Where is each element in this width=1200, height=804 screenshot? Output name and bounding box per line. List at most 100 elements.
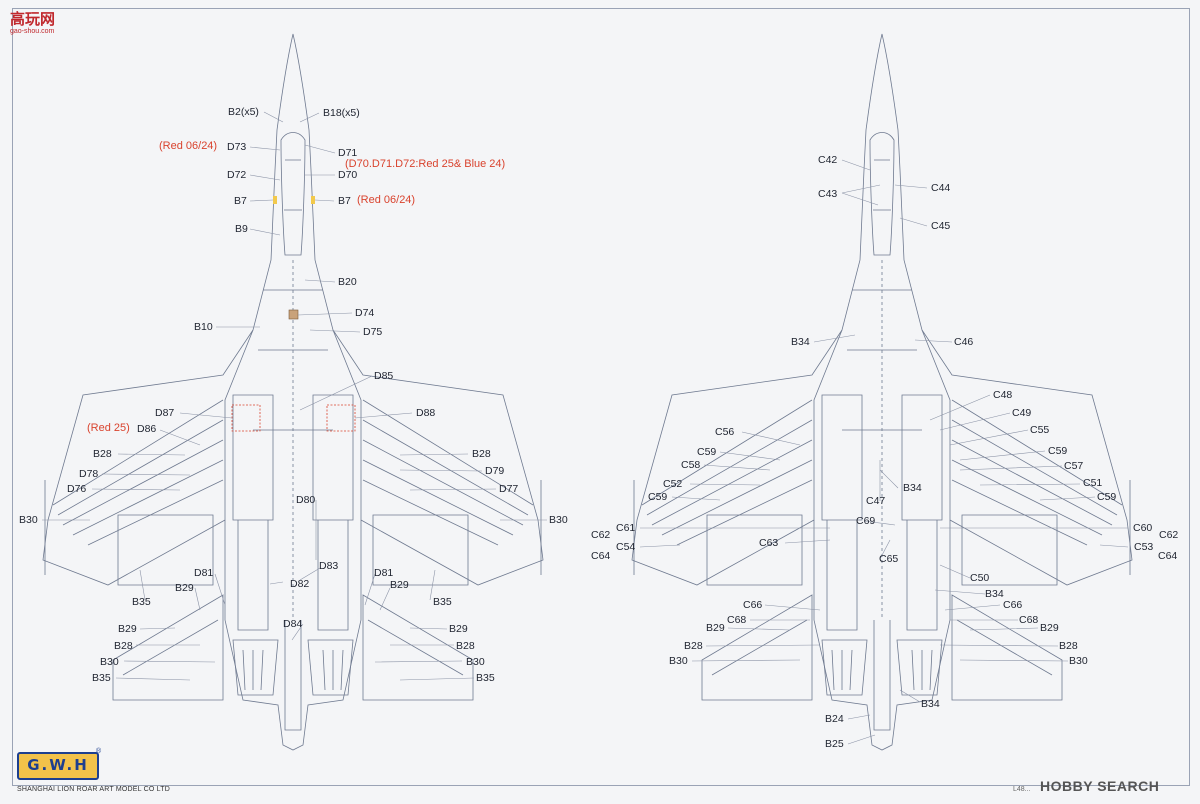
callout-c59: C59 (1097, 491, 1117, 503)
callout-b30: B30 (466, 656, 485, 668)
callout-c60: C60 (1133, 522, 1153, 534)
callout-red-note: (Red 06/24) (357, 194, 416, 206)
callout-c61: C61 (616, 522, 636, 534)
callout-c68: C68 (727, 614, 747, 626)
callout-b28: B28 (472, 448, 491, 460)
callout-b28: B28 (456, 640, 475, 652)
callout-d80: D80 (296, 494, 316, 506)
callout-b35: B35 (476, 672, 495, 684)
decal-b7-right (311, 196, 315, 204)
hobby-search-watermark: HOBBY SEARCH (1040, 778, 1160, 794)
callout-red-note: (Red 06/24) (159, 140, 218, 152)
bottom-view-drawing (631, 33, 1133, 751)
callout-b35: B35 (92, 672, 111, 684)
callout-b29: B29 (118, 623, 137, 635)
callout-c46: C46 (954, 336, 974, 348)
callout-b29: B29 (706, 622, 725, 634)
callout-b9: B9 (235, 223, 248, 235)
callout-c59: C59 (697, 446, 717, 458)
callout-b28: B28 (1059, 640, 1078, 652)
callout-b7: B7 (234, 195, 247, 207)
callout-red-note: (D70.D71.D72:Red 25& Blue 24) (345, 158, 506, 170)
callout-d83: D83 (319, 560, 339, 572)
callout-c64: C64 (591, 550, 611, 562)
callout-b7: B7 (338, 195, 351, 207)
callout-b34: B34 (903, 482, 922, 494)
callout-d75: D75 (363, 326, 383, 338)
callout-d82: D82 (290, 578, 310, 590)
callout-d73: D73 (227, 141, 247, 153)
sheet-border (12, 8, 1190, 786)
site-watermark: 高玩网 gao-shou.com (4, 4, 74, 38)
callout-d74: D74 (355, 307, 375, 319)
callout-b30: B30 (19, 514, 38, 526)
callout-c62: C62 (591, 529, 611, 541)
callout-d88: D88 (416, 407, 436, 419)
callout-b35: B35 (132, 596, 151, 608)
callout-b25: B25 (825, 738, 844, 750)
callout-d70: D70 (338, 169, 358, 181)
decal-d88-zone (326, 404, 356, 432)
decal-d74-mark (288, 309, 299, 320)
callout-c47: C47 (866, 495, 886, 507)
callout-c58: C58 (681, 459, 701, 471)
callout-c45: C45 (931, 220, 951, 232)
callout-b29: B29 (390, 579, 409, 591)
site-watermark-url: gao-shou.com (10, 28, 55, 35)
callout-b2: B2(x5) (228, 106, 259, 118)
callout-d79: D79 (485, 465, 505, 477)
callout-c64: C64 (1158, 550, 1178, 562)
callout-d77: D77 (499, 483, 519, 495)
callout-c50: C50 (970, 572, 990, 584)
callout-c62: C62 (1159, 529, 1179, 541)
callout-c59: C59 (1048, 445, 1068, 457)
callout-b18: B18(x5) (323, 107, 360, 119)
callout-c44: C44 (931, 182, 951, 194)
callout-d81: D81 (374, 567, 394, 579)
callout-c63: C63 (759, 537, 779, 549)
callout-c66: C66 (743, 599, 763, 611)
decal-b7-left (273, 196, 277, 204)
callout-b30: B30 (1069, 655, 1088, 667)
site-watermark-name: 高玩网 (10, 10, 56, 28)
callout-b20: B20 (338, 276, 357, 288)
callout-c59: C59 (648, 491, 668, 503)
callout-b30: B30 (549, 514, 568, 526)
callout-c54: C54 (616, 541, 636, 553)
callout-c66: C66 (1003, 599, 1023, 611)
callout-b28: B28 (684, 640, 703, 652)
callout-b29: B29 (1040, 622, 1059, 634)
callout-c48: C48 (993, 389, 1013, 401)
callout-c65: C65 (879, 553, 899, 565)
callout-c57: C57 (1064, 460, 1084, 472)
callout-d78: D78 (79, 468, 99, 480)
company-name: SHANGHAI LION ROAR ART MODEL CO LTD (17, 786, 170, 793)
sheet-code: L48... (1013, 786, 1031, 793)
callout-b30: B30 (669, 655, 688, 667)
callout-b30: B30 (100, 656, 119, 668)
callout-c56: C56 (715, 426, 735, 438)
callout-b28: B28 (114, 640, 133, 652)
callout-b28: B28 (93, 448, 112, 460)
callout-d84: D84 (283, 618, 303, 630)
callout-d86: D86 (137, 423, 157, 435)
callout-c43: C43 (818, 188, 838, 200)
callout-b34: B34 (985, 588, 1004, 600)
callout-red-note: (Red 25) (87, 422, 130, 434)
decal-d87-zone (231, 404, 261, 432)
callout-c53: C53 (1134, 541, 1154, 553)
callout-c55: C55 (1030, 424, 1050, 436)
callout-c42: C42 (818, 154, 838, 166)
callout-d87: D87 (155, 407, 175, 419)
callout-b10: B10 (194, 321, 213, 333)
callout-c52: C52 (663, 478, 683, 490)
callout-d72: D72 (227, 169, 247, 181)
callout-c51: C51 (1083, 477, 1103, 489)
callout-c68: C68 (1019, 614, 1039, 626)
callout-b34: B34 (921, 698, 940, 710)
registered-mark: ® (96, 748, 102, 755)
gwh-logo: G.W.H (17, 752, 99, 780)
callout-b34: B34 (791, 336, 810, 348)
